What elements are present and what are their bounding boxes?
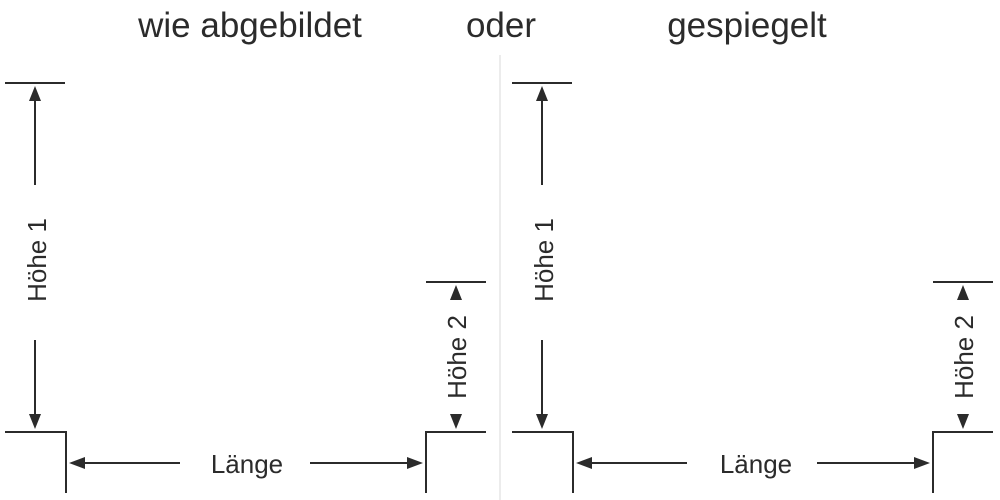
bottom-left-corner <box>512 431 574 493</box>
height2-label: Höhe 2 <box>949 315 979 399</box>
bottom-left-corner <box>5 431 67 493</box>
arrow-up-icon <box>450 285 462 300</box>
title-mirrored: gespiegelt <box>667 6 827 45</box>
title-or: oder <box>466 6 536 45</box>
arrow-left-icon <box>69 457 85 469</box>
arrow-down-icon <box>450 414 462 429</box>
bottom-right-corner <box>932 431 993 493</box>
arrow-up-icon <box>29 86 41 101</box>
title-as-shown: wie abgebildet <box>137 6 362 45</box>
panel-mirrored: Höhe 1 Höhe 2 Länge <box>512 82 993 493</box>
arrow-up-icon <box>957 285 969 300</box>
arrow-down-icon <box>536 414 548 429</box>
panel-as-shown: Höhe 1 Höhe 2 Länge <box>5 82 486 493</box>
height1-label: Höhe 1 <box>529 218 559 302</box>
arrow-down-icon <box>957 414 969 429</box>
height2-label: Höhe 2 <box>442 315 472 399</box>
arrow-right-icon <box>914 457 930 469</box>
arrow-down-icon <box>29 414 41 429</box>
arrow-left-icon <box>576 457 592 469</box>
bottom-right-corner <box>425 431 486 493</box>
height1-label: Höhe 1 <box>22 218 52 302</box>
length-label: Länge <box>211 449 283 479</box>
arrow-up-icon <box>536 86 548 101</box>
length-label: Länge <box>720 449 792 479</box>
arrow-right-icon <box>407 457 423 469</box>
